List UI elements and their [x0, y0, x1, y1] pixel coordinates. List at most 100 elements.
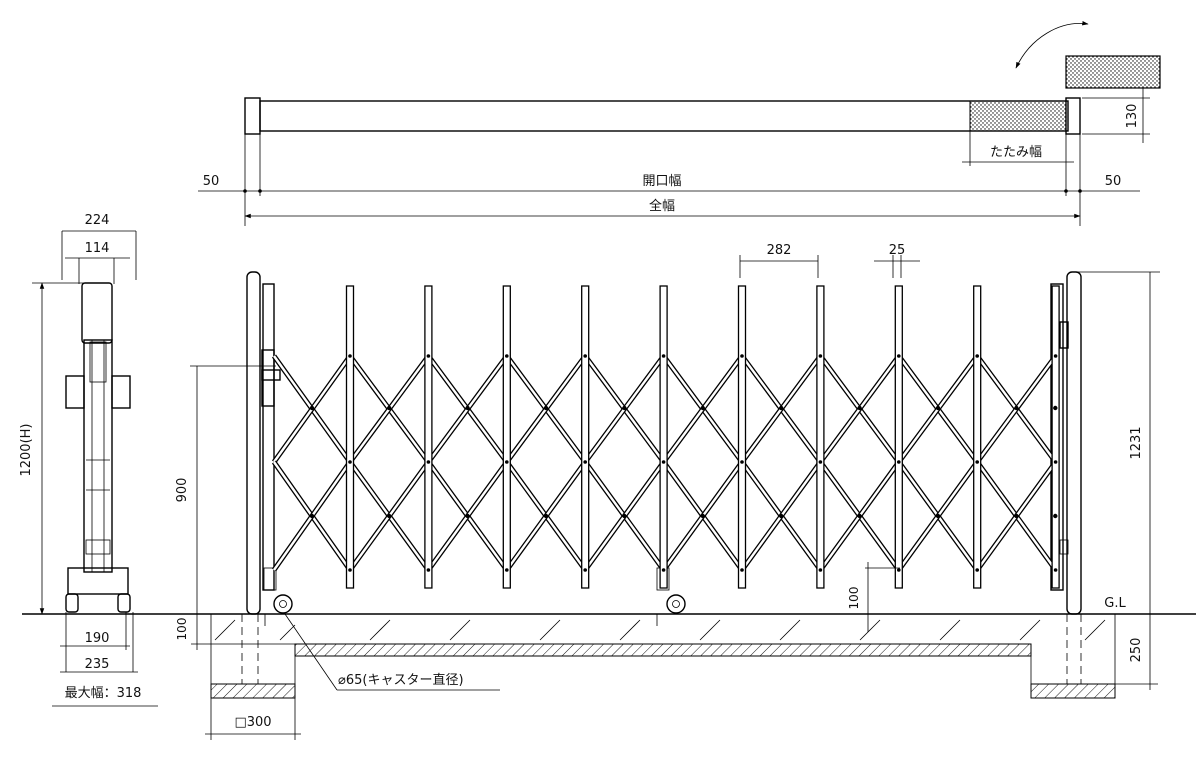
pivot-point: [897, 568, 901, 572]
pivot-point: [897, 354, 901, 358]
pivot-point: [426, 568, 431, 572]
pivot-point: [505, 460, 509, 464]
lattice-group: [271, 285, 1060, 589]
right-clearance: 50: [1105, 174, 1122, 189]
pivot-point: [897, 460, 901, 464]
pivot-point: [740, 354, 744, 358]
pivot-point: [661, 568, 666, 572]
pivot-point: [1053, 460, 1058, 464]
right-post: [1066, 271, 1082, 615]
lock-handle: [261, 369, 281, 381]
pivot-point: [348, 460, 352, 464]
front-view: G.L: [22, 243, 1196, 740]
footing-depth-dimension: 250: [1129, 638, 1144, 663]
left-caster: [273, 594, 293, 614]
pivot-point: [975, 460, 979, 464]
gate-bar: [816, 285, 825, 589]
pivot-point: [975, 354, 979, 358]
slab-depth-dimension: 100: [175, 618, 189, 641]
top-view: 130 たたみ幅 50 開口幅 50 全幅: [198, 20, 1161, 226]
folding-width-label: たたみ幅: [990, 145, 1042, 160]
post-base-dimension: □300: [234, 715, 271, 730]
pivot-point: [348, 568, 352, 572]
pivot-point: [505, 568, 509, 572]
gate-bar: [424, 285, 433, 589]
ground-label: G.L: [1104, 596, 1126, 611]
pivot-point: [426, 354, 431, 358]
left-clearance: 50: [203, 174, 220, 189]
pivot-point: [779, 513, 784, 519]
pivot-point: [387, 405, 392, 411]
left-footing: [210, 683, 296, 699]
pivot-point: [505, 354, 509, 358]
pivot-point: [661, 460, 666, 464]
pivot-point: [465, 405, 470, 411]
side-width-114: 114: [85, 241, 110, 256]
side-handle-left: [65, 375, 85, 409]
pivot-point: [740, 568, 744, 572]
lock-box: [261, 349, 275, 407]
side-height-label: 1200(H): [19, 423, 34, 476]
side-top-cap: [81, 282, 113, 344]
side-wheel-left: [65, 593, 79, 613]
pivot-point: [700, 405, 705, 411]
folding-zone: [969, 100, 1067, 132]
side-handle-right: [111, 375, 131, 409]
pivot-point: [465, 513, 470, 519]
concrete-slab: [294, 643, 1032, 657]
gate-bar: [345, 285, 355, 589]
pivot-point: [935, 405, 941, 411]
gate-bar: [973, 285, 982, 589]
folded-block: [1065, 55, 1161, 89]
side-width-190: 190: [85, 631, 110, 646]
left-end-bar: [262, 283, 275, 591]
pivot-point: [387, 513, 392, 519]
rotate-arrow-icon: [1015, 20, 1089, 69]
total-height-dimension: 1231: [1129, 426, 1144, 459]
right-footing: [1030, 683, 1116, 699]
pivot-point: [309, 405, 315, 411]
pivot-point: [661, 354, 666, 358]
top-rail: [259, 100, 1069, 132]
pivot-point: [309, 513, 315, 519]
pivot-point: [426, 460, 431, 464]
left-post: [246, 271, 261, 615]
pivot-point: [622, 513, 627, 519]
gate-bar: [737, 285, 747, 589]
top-left-post: [244, 97, 261, 135]
handle-height-dimension: 900: [175, 478, 190, 503]
side-width-235: 235: [85, 657, 110, 672]
full-width-label: 全幅: [649, 198, 675, 214]
caster-diameter-note: ⌀65(キャスター直径): [338, 673, 464, 688]
opening-width-label: 開口幅: [642, 174, 681, 189]
pivot-point: [1053, 568, 1058, 572]
top-right-post: [1065, 97, 1081, 135]
gate-bar: [581, 285, 590, 589]
pivot-point: [818, 460, 823, 464]
pitch-dimension: 282: [767, 243, 792, 258]
pivot-point: [1053, 354, 1058, 358]
pivot-point: [1014, 513, 1019, 519]
pivot-point: [700, 513, 705, 519]
gate-bar: [894, 285, 903, 589]
pivot-point: [857, 513, 862, 519]
pivot-point: [1053, 513, 1058, 519]
side-body: [83, 339, 113, 573]
gate-bar: [1051, 285, 1060, 589]
pivot-point: [818, 568, 823, 572]
pivot-point: [1014, 405, 1019, 411]
pivot-point: [818, 354, 823, 358]
pivot-point: [975, 568, 979, 572]
right-end-bar: [1050, 283, 1064, 591]
depth-dimension: 130: [1125, 104, 1140, 129]
gate-bar: [502, 285, 511, 589]
side-view: 224 114 1200(H) 190 235 最大幅：318: [19, 213, 158, 707]
pivot-point: [348, 354, 352, 358]
bar-width-dimension: 25: [889, 243, 906, 258]
pivot-point: [583, 354, 587, 358]
pivot-point: [583, 568, 587, 572]
pivot-point: [857, 405, 862, 411]
pivot-point: [543, 405, 549, 411]
pivot-point: [740, 460, 744, 464]
